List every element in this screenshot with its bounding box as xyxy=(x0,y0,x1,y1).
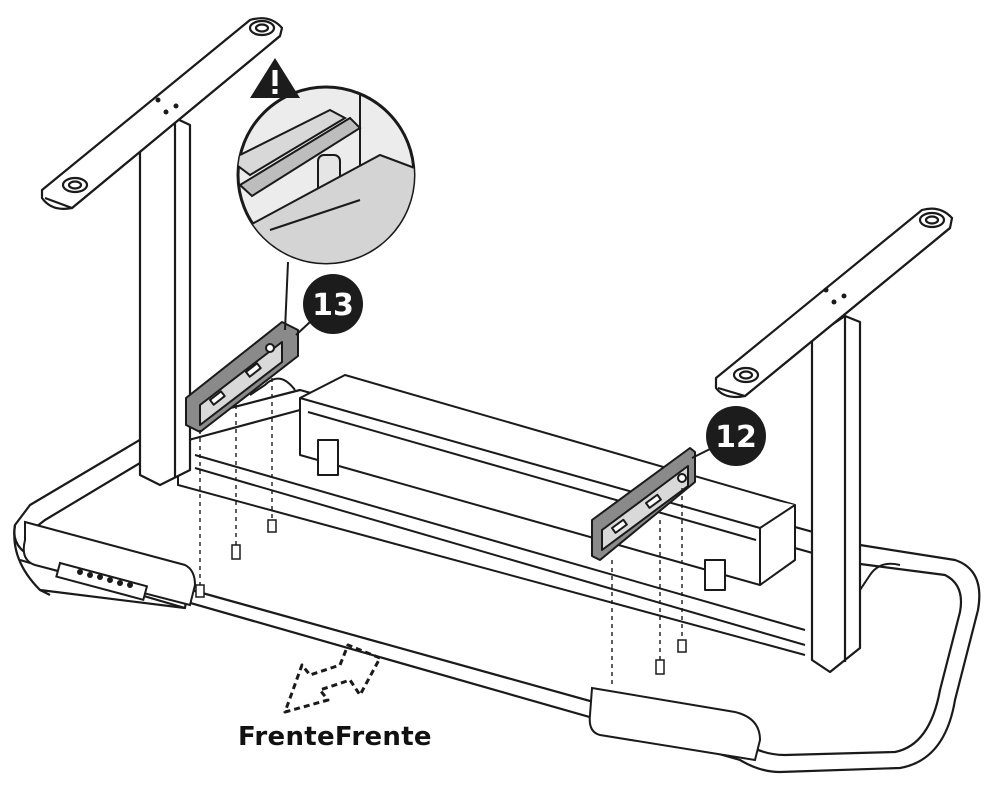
front-label: FrenteFrente xyxy=(238,722,432,752)
left-leg xyxy=(40,17,284,487)
control-panel xyxy=(22,520,197,607)
warning-triangle-icon xyxy=(250,58,300,98)
magnified-detail xyxy=(236,85,416,331)
bracket-part-12 xyxy=(591,447,696,561)
screws xyxy=(195,519,687,675)
callout-13: 13 xyxy=(295,274,363,336)
screw-guides xyxy=(199,378,683,688)
callout-12: 12 xyxy=(691,406,766,466)
callout-13-number: 13 xyxy=(312,288,354,323)
right-leg xyxy=(714,207,954,674)
bracket-part-13 xyxy=(185,321,299,433)
foot-cover-right xyxy=(588,686,762,762)
front-direction-arrow-icon xyxy=(283,643,382,714)
callout-12-number: 12 xyxy=(715,420,757,455)
